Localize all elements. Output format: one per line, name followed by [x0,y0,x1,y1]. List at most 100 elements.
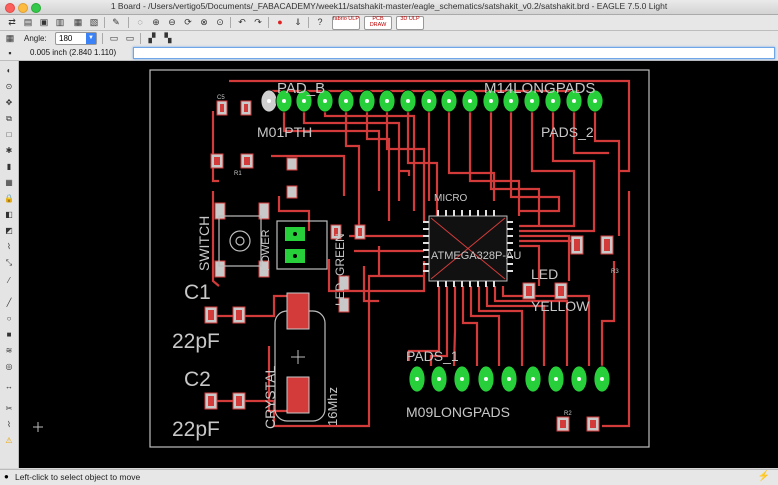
cam-icon[interactable]: ▥ [55,17,65,27]
pads2-label: PADS_2 [541,124,594,140]
fabrio-ulp-button[interactable]: fabrio ULP [332,16,360,30]
parameter-toolbar: ▦ Angle: 180 ▼ ▭ ▭ ▞ ▚ [0,31,778,47]
m09longpads-label: M09LONGPADS [406,404,510,420]
route-icon[interactable]: ⤡ [5,258,13,267]
view-mode-icon[interactable]: ▞ [148,33,156,43]
rect-icon[interactable]: ■ [6,330,12,339]
power-led-part [276,220,328,270]
chevron-down-icon[interactable]: ▼ [86,33,96,44]
led-label: LED [531,266,558,282]
crystal-part [274,292,326,422]
ready-indicator-icon: ⚡ [757,471,770,482]
redraw-icon[interactable]: ⟳ [184,17,192,27]
delete-icon[interactable]: ▮ [6,162,12,171]
c1-label: C1 [184,281,211,304]
zoom-in-icon[interactable]: ⊕ [152,17,160,27]
coordinate-readout: 0.005 inch (2.840 1.110) [30,48,117,57]
tool-palette: ◐ ⊙ ✥ ⧉ □ ✱ ▮ ▦ 🔒 ◧ ◩ ⌇ ⤡ ⁄ ╱ ○ ■ ≋ ◎ ↔ … [0,61,19,468]
board-drawing: PAD_B M14LONGPADS M01PTH PADS_2 MICRO AT… [33,69,650,448]
ratsnest-icon[interactable]: ⌇ [7,420,11,429]
status-info-icon: ● [4,472,9,481]
help-icon[interactable]: ? [317,17,323,27]
c2-label: C2 [184,368,211,391]
group-icon[interactable]: □ [6,130,12,139]
pad-b-label: PAD_B [277,80,325,97]
angle-value: 180 [59,34,73,43]
stop-icon[interactable]: ● [277,17,283,27]
zoom-out-icon[interactable]: ⊖ [168,17,176,27]
angle-label: Angle: [24,34,47,43]
pads1-label: PADS_1 [406,348,459,364]
grid-icon[interactable]: ▦ [5,33,15,43]
redo-icon[interactable]: ↷ [254,17,262,27]
script-icon[interactable]: ✎ [112,17,120,27]
switch-label: SWITCH [196,216,212,271]
miter-icon[interactable]: ◩ [5,226,13,235]
status-bar: ● Left-click to select object to move ⚡ [0,469,778,485]
view-mode-2-icon[interactable]: ▚ [164,33,172,43]
via-icon[interactable]: ◎ [5,362,13,371]
print-icon[interactable]: ▣ [39,17,49,27]
display-icon[interactable]: ⊙ [5,82,13,91]
command-row: ▪ 0.005 inch (2.840 1.110) [0,46,778,61]
main-toolbar: ⇄ ▤ ▣ ▥ ▦ ▧ ✎ ◌ ⊕ ⊖ ⟳ ⊗ ⊙ ↶ ↷ ● ⇓ ? fabr… [0,15,778,31]
wire-icon[interactable]: ╱ [6,298,12,307]
pf2-label: 22pF [172,418,220,441]
atmega-chip [423,210,513,287]
r2-label: R2 [564,411,572,417]
zoom-fit-icon[interactable]: ◌ [137,17,143,27]
ulp-icon[interactable]: ▧ [89,17,99,27]
save-icon[interactable]: ▤ [23,17,33,27]
lock-icon[interactable]: 🔒 [4,194,14,203]
undo-icon[interactable]: ↶ [238,17,246,27]
power-label: POWER [260,229,272,271]
board-canvas[interactable]: PAD_B M14LONGPADS M01PTH PADS_2 MICRO AT… [19,61,778,468]
ripup-icon[interactable]: ✂ [5,404,13,413]
status-text: Left-click to select object to move [15,472,141,482]
layer-icon[interactable]: ▪ [8,48,12,58]
smd-pad-marks [208,104,610,428]
close-window-button[interactable] [5,3,15,13]
layers-icon[interactable]: ≋ [5,346,13,355]
erc-warning-icon[interactable]: ⚠ [5,436,13,445]
atmega-label: ATMEGA328P-AU [431,250,521,262]
optimize-icon[interactable]: ⁄ [8,276,10,285]
board-outline [149,69,650,448]
command-input[interactable] [133,47,775,59]
spin-icon[interactable]: ▭ [125,33,135,43]
info-icon[interactable]: ◐ [6,66,12,75]
window-titlebar: 1 Board - /Users/vertigo5/Documents/_FAB… [0,0,778,15]
r3-label: R3 [611,269,619,275]
circle-icon[interactable]: ○ [6,314,12,323]
3d-ulp-button[interactable]: 3D ULP [396,16,424,30]
led-green-label: LED_GREEN [333,233,347,306]
r1-label: R1 [234,171,242,177]
angle-select[interactable]: 180 ▼ [55,32,97,45]
micro-label: MICRO [434,193,468,204]
dimension-icon[interactable]: ↔ [5,382,13,391]
change-icon[interactable]: ✱ [5,146,13,155]
crosshair-cursor [33,422,43,432]
split-icon[interactable]: ⌇ [7,242,11,251]
pcb-draw-button[interactable]: PCB DRAW [364,16,392,30]
header-top-pads [260,89,604,113]
crystal-label: CRYSTAL [262,366,278,429]
pf1-label: 22pF [172,330,220,353]
mhz-label: 16Mhz [325,387,340,426]
zoom-area-icon[interactable]: ⊙ [216,17,224,27]
minimize-window-button[interactable] [18,3,28,13]
switch-part [218,215,262,267]
open-icon[interactable]: ⇄ [8,17,16,27]
yellow-label: YELLOW [531,298,590,314]
copy-icon[interactable]: ⧉ [6,114,12,123]
move-icon[interactable]: ✥ [5,98,13,107]
zoom-window-button[interactable] [31,3,41,13]
schematic-icon[interactable]: ▦ [73,17,83,27]
zoom-select-icon[interactable]: ⊗ [200,17,208,27]
smash-icon[interactable]: ◧ [5,210,13,219]
c5-label: C5 [217,95,225,101]
header-bottom-pads [408,365,611,393]
mirror-icon[interactable]: ▭ [109,33,119,43]
add-icon[interactable]: ▦ [5,178,13,187]
go-icon[interactable]: ⇓ [294,17,302,27]
